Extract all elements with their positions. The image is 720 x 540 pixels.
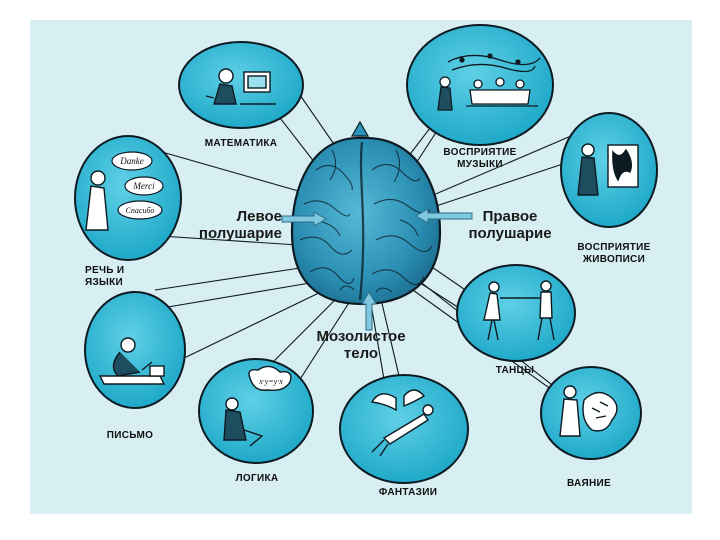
label-dance: ТАНЦЫ — [480, 365, 550, 377]
label-speech: РЕЧЬ И ЯЗЫКИ — [85, 265, 155, 288]
bubble-speech: Danke Merci Спасибо — [75, 136, 181, 260]
label-music: ВОСПРИЯТИЕ МУЗЫКИ — [430, 147, 530, 170]
logic-formula-text: x·y=y·x — [258, 377, 283, 386]
label-corpus-callosum: Мозолистое тело — [308, 328, 414, 363]
label-logic: ЛОГИКА — [222, 473, 292, 485]
person-viewing-painting-icon — [578, 144, 638, 195]
label-left-hemisphere: Левое полушарие — [186, 208, 282, 243]
bubble-logic: x·y=y·x — [199, 359, 313, 463]
bubble-math — [179, 42, 303, 128]
bubble-painting — [561, 113, 657, 227]
label-fantasy: ФАНТАЗИИ — [368, 487, 448, 499]
label-sculpture: ВАЯНИЕ — [554, 478, 624, 490]
bubble-writing — [85, 292, 185, 408]
label-writing: ПИСЬМО — [95, 430, 165, 442]
bubble-music — [407, 25, 553, 145]
speech-bubble-text-3: Спасибо — [126, 206, 155, 215]
bubble-sculpture — [541, 367, 641, 459]
bubble-fantasy — [340, 375, 468, 483]
bubble-dance — [457, 265, 575, 361]
label-right-hemisphere: Правое полушарие — [462, 208, 558, 243]
speech-bubble-text-1: Danke — [119, 156, 144, 166]
speech-bubble-text-2: Merci — [132, 181, 155, 191]
label-painting: ВОСПРИЯТИЕ ЖИВОПИСИ — [562, 242, 666, 265]
label-math: МАТЕМАТИКА — [196, 138, 286, 150]
